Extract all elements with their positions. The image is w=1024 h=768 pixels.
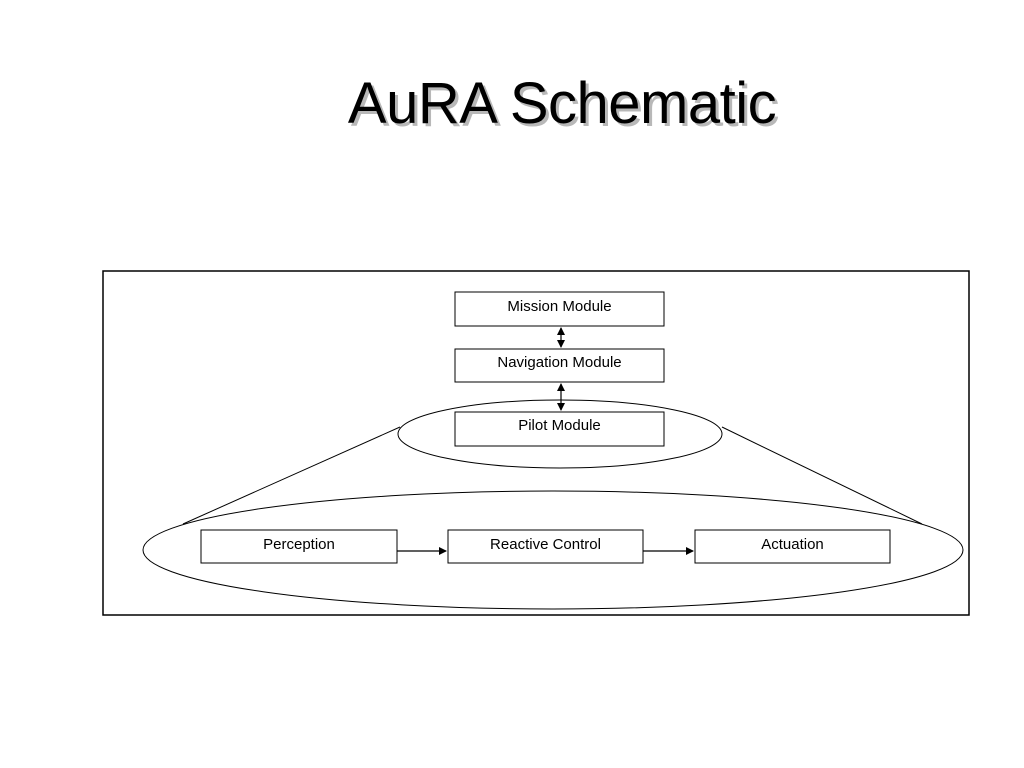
reactive-control-box: Reactive Control xyxy=(447,529,644,564)
navigation-module-label: Navigation Module xyxy=(497,354,621,371)
actuation-box: Actuation xyxy=(694,529,891,564)
cone-line-right xyxy=(721,426,923,525)
perception-box: Perception xyxy=(200,529,398,564)
slide-title: AuRA Schematic xyxy=(347,71,777,136)
perception-label: Perception xyxy=(263,536,335,553)
reactive-control-label: Reactive Control xyxy=(490,536,601,553)
cone-line-left xyxy=(182,426,401,525)
reactive-ellipse xyxy=(142,490,964,610)
mission-module-box: Mission Module xyxy=(454,291,665,327)
pilot-module-box: Pilot Module xyxy=(454,411,665,447)
actuation-label: Actuation xyxy=(761,536,824,553)
pilot-module-label: Pilot Module xyxy=(518,417,601,434)
navigation-module-box: Navigation Module xyxy=(454,348,665,383)
mission-module-label: Mission Module xyxy=(507,298,611,315)
